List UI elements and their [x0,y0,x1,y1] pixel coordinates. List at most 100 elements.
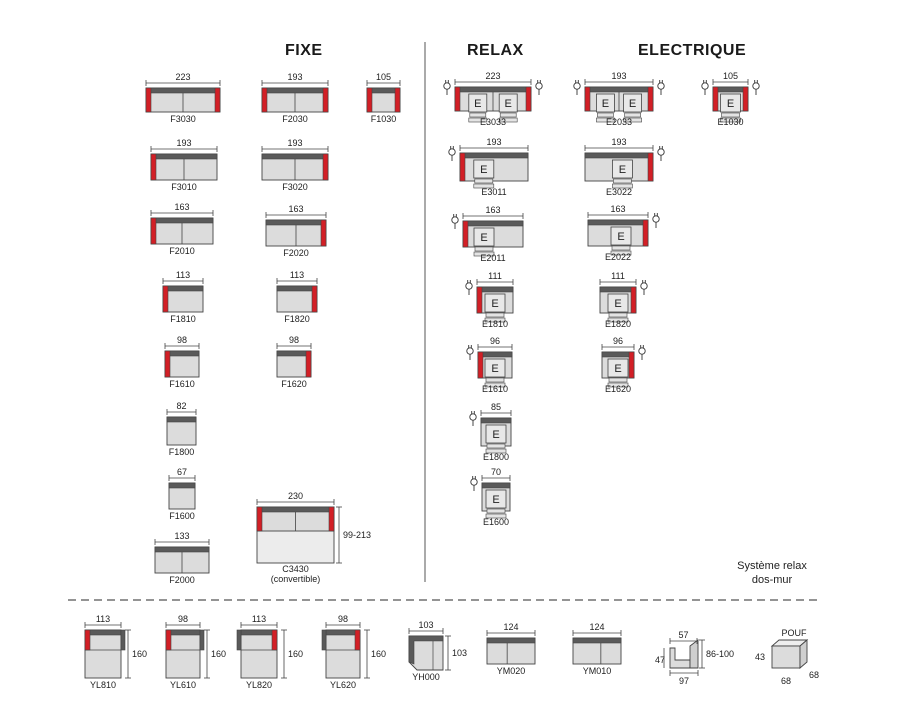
plug-icon [448,148,456,156]
armrest-right [328,506,335,532]
relax-seat [498,93,518,113]
backrest [145,87,221,94]
footrest [608,312,628,318]
backrest [168,482,196,489]
dimension-label: 223 [485,71,500,81]
dimension-label: 96 [613,336,623,346]
relax-letter: E [614,298,621,310]
dimension-label: 163 [610,204,625,214]
dimension-label: 193 [611,71,626,81]
footrest [613,178,632,184]
footrest [486,508,506,514]
module-code: YM010 [583,666,612,676]
module-code: F1600 [169,511,195,521]
armrest-left [366,87,373,113]
depth-label: 160 [371,649,386,659]
side-back [236,629,242,651]
armrest-left [150,217,157,245]
armrest-right [305,350,312,378]
module-code: F3010 [171,182,197,192]
chaise-body [165,629,201,679]
footrest [624,112,641,118]
dimension-label: 111 [488,271,502,281]
chaise-body [240,629,278,679]
dimension-label: 113 [252,614,266,624]
armrest-right [311,285,318,313]
module-code: POUF [781,628,807,638]
backrest [572,637,622,644]
module-code: F1820 [284,314,310,324]
armrest-left [462,220,469,248]
armrest-left [256,506,263,532]
plug-icon [573,82,581,90]
chaise-body [84,629,122,679]
dimension-label: 98 [338,614,348,624]
footrest [623,117,642,123]
module-code: F3020 [282,182,308,192]
dimension-label: 57 [678,630,688,640]
footrest [498,117,518,123]
dimension-label: 113 [96,614,110,624]
backrest [587,219,649,226]
module-code: YL810 [90,680,116,690]
armrest-right [354,629,361,651]
dimension-label: 133 [174,531,189,541]
dimension-label: 193 [176,138,191,148]
relax-seat [484,358,506,378]
dimension-label: 163 [174,202,189,212]
module-code: F1810 [170,314,196,324]
armrest-right [320,219,327,247]
relax-seat [468,93,488,113]
relax-seat [623,93,642,113]
backrest [261,87,329,94]
module-code: F2020 [283,248,309,258]
footrest [473,183,495,189]
armrest-right [322,153,329,181]
armrest-left [84,629,91,651]
backrest [599,286,637,293]
backrest [256,506,335,513]
module-code: E2011 [480,253,505,263]
footrest [720,117,741,123]
bottom-label: 97 [679,676,689,686]
dimension-label: 85 [491,402,501,412]
relax-seat [607,358,629,378]
armrest-right [525,86,532,112]
dimension-label: 82 [176,401,186,411]
bottom-label: 68 [781,676,791,686]
backrest [265,219,327,226]
chaise-body [325,629,361,679]
heading-electrique: ELECTRIQUE [638,42,747,59]
relax-seat [485,424,507,444]
dimension-label: 193 [287,72,302,82]
module-code: YM020 [497,666,526,676]
module-code: F1610 [169,379,195,389]
backrest [166,416,197,423]
footrest [611,245,631,251]
backrest [154,546,210,553]
plug-icon [443,82,451,90]
footrest [486,443,506,449]
footrest [597,112,614,118]
plug-icon [451,216,459,224]
module-code: F2030 [282,114,308,124]
armrest-right [647,152,654,182]
module-code: F2010 [169,246,195,256]
relax-letter: E [492,429,499,441]
plug-icon [535,82,543,90]
